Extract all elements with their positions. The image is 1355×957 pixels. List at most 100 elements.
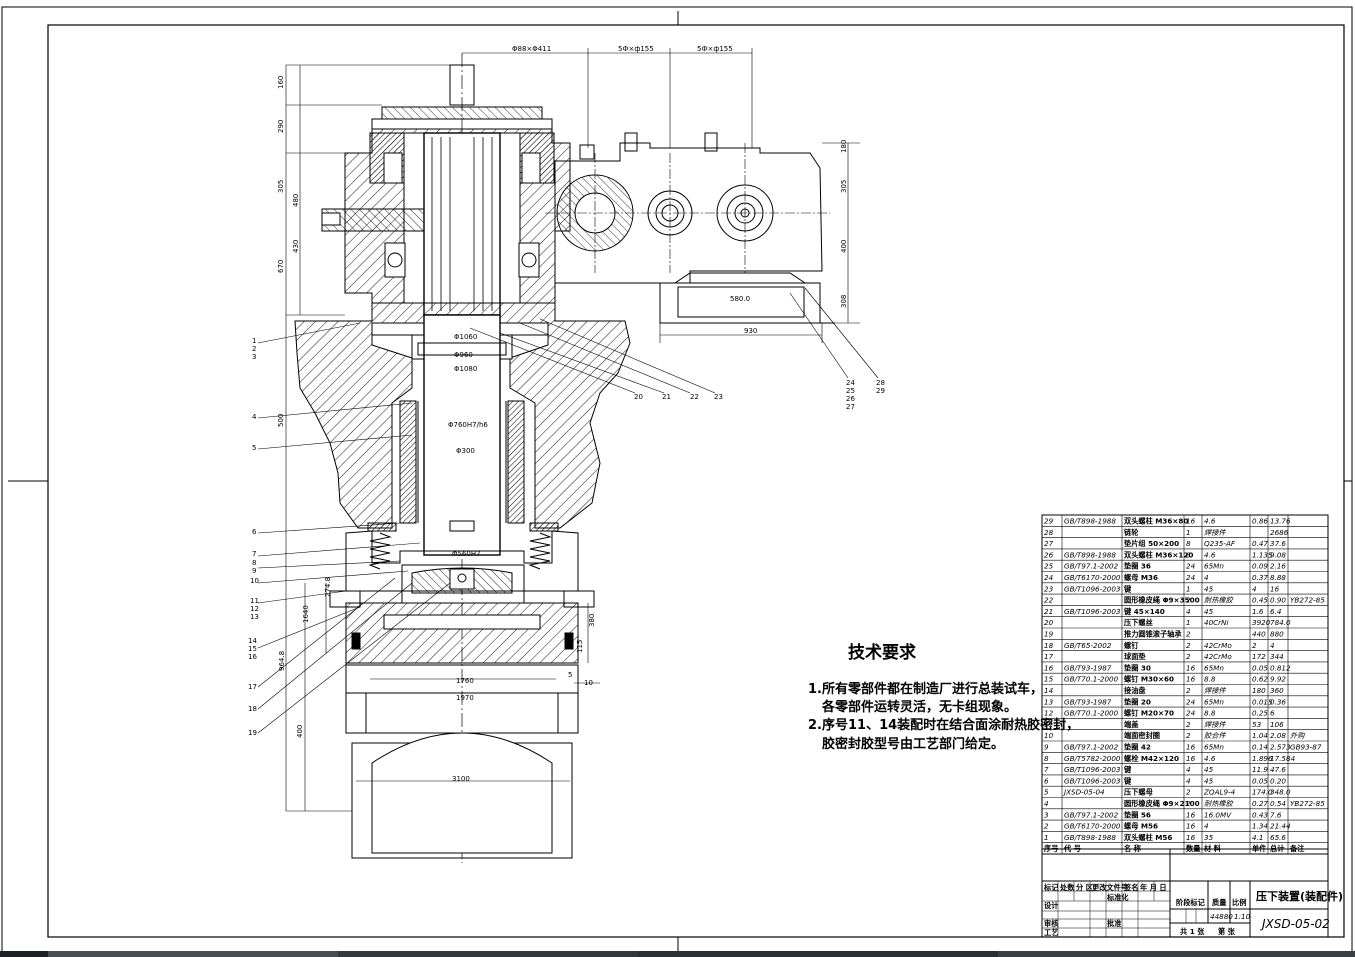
parts-cell-code: GB/T70.1-2000 (1064, 709, 1119, 718)
parts-cell-unit: 0.62 (1252, 675, 1268, 684)
parts-cell-no: 22 (1044, 596, 1054, 605)
parts-cell-name: 端盖 (1124, 720, 1139, 729)
tech-req-line-4: 胶密封胶型号由工艺部门给定。 (822, 736, 1004, 752)
parts-cell-unit: 53 (1252, 720, 1262, 729)
tb-change-doc: 更改文件号 (1092, 883, 1128, 892)
parts-cell-total: 21.44 (1270, 822, 1291, 831)
parts-cell-material: Q235-AF (1204, 539, 1236, 548)
dim-left-11: 930 (744, 327, 757, 335)
parts-cell-material: 45 (1204, 765, 1214, 774)
parts-cell-code: GB/T1096-2003 (1064, 765, 1121, 774)
parts-cell-material: 65Mn (1204, 743, 1224, 752)
parts-cell-qty: 8 (1186, 550, 1191, 559)
balloon-7: 7 (252, 550, 256, 558)
parts-cell-no: 4 (1044, 799, 1049, 808)
parts-cell-no: 28 (1044, 528, 1054, 537)
parts-cell-material: 4 (1204, 822, 1209, 831)
balloon-21: 21 (662, 393, 671, 401)
assembly-main-view (294, 53, 835, 863)
parts-cell-no: 17 (1044, 652, 1054, 661)
parts-cell-unit: 4 (1252, 584, 1257, 593)
dim-left-10: 1640 (302, 605, 310, 623)
parts-cell-name: 螺栓 M42×120 (1124, 754, 1179, 763)
parts-cell-total: 0.90 (1270, 596, 1286, 605)
parts-cell-unit: 440 (1252, 630, 1266, 639)
parts-cell-qty: 2 (1186, 641, 1191, 650)
parts-cell-unit: 0.27 (1252, 799, 1268, 808)
parts-cell-qty: 4 (1186, 607, 1191, 616)
parts-cell-material: 耐热橡胶 (1204, 596, 1234, 605)
dim-left-2: 305 (277, 180, 285, 193)
dim-left-0: 160 (277, 76, 285, 89)
parts-cell-no: 14 (1044, 686, 1054, 695)
parts-cell-total: 65.6 (1270, 833, 1286, 842)
balloon-27: 27 (846, 403, 855, 411)
tb-process: 工艺 (1044, 928, 1058, 937)
parts-cell-name: 双头螺柱 M56 (1124, 833, 1172, 842)
parts-cell-total: 4 (1270, 641, 1275, 650)
parts-cell-code: GB/T93-1987 (1064, 697, 1112, 706)
tb-mass-value: 44880 (1210, 912, 1233, 921)
balloon-10: 10 (250, 577, 259, 585)
parts-cell-no: 7 (1044, 765, 1049, 774)
parts-cell-name: 圆形橡皮绳 Φ9×3500 (1124, 596, 1200, 605)
parts-cell-name: 端面密封圈 (1124, 731, 1160, 740)
parts-cell-no: 13 (1044, 697, 1054, 706)
parts-cell-unit: 180 (1252, 686, 1266, 695)
parts-cell-code: GB/T6170-2000 (1064, 822, 1121, 831)
parts-cell-note: YB272-85 (1290, 596, 1325, 605)
parts-cell-name: 键 (1123, 776, 1132, 785)
parts-cell-no: 11 (1044, 720, 1053, 729)
parts-cell-name: 螺母 M36 (1124, 573, 1158, 582)
parts-cell-total: 9.92 (1270, 675, 1286, 684)
parts-cell-material: 42CrMo (1204, 652, 1232, 661)
parts-cell-total: 37.6 (1270, 539, 1286, 548)
parts-cell-total: 0.20 (1270, 776, 1286, 785)
parts-cell-qty: 24 (1186, 697, 1196, 706)
dim-misc-2: 10 (584, 679, 593, 687)
parts-cell-material: ZQAL9-4 (1203, 788, 1236, 797)
tb-mass-label: 质量 (1212, 898, 1227, 907)
tb-mark: 标记 (1043, 883, 1059, 892)
title-block-text: 标记 处数 分 区 更改文件号 签名 年 月 日 设计 标准化 审核 工艺 批准… (1043, 883, 1343, 937)
parts-cell-material: 4.6 (1204, 517, 1216, 526)
parts-cell-material: 焊接件 (1204, 720, 1226, 729)
tech-req-line-1: 1.所有零部件都在制造厂进行总装试车， (808, 681, 1043, 697)
parts-cell-total: 344 (1270, 652, 1284, 661)
dim-misc-1: 5 (568, 671, 572, 679)
parts-cell-unit: 2 (1252, 641, 1257, 650)
parts-cell-name: 推力圆锥滚子轴承 (1124, 630, 1182, 639)
parts-cell-unit: 4.1 (1252, 833, 1263, 842)
balloon-25: 25 (846, 387, 855, 395)
parts-cell-name: 球面垫 (1124, 652, 1146, 661)
taskbar-segment (48, 951, 338, 957)
parts-cell-no: 21 (1044, 607, 1053, 616)
parts-cell-unit: 1.6 (1252, 607, 1264, 616)
parts-cell-name: 键 (1123, 765, 1132, 774)
parts-cell-unit: 0.43 (1252, 810, 1268, 819)
parts-cell-qty: 16 (1186, 663, 1196, 672)
dim-right-0: 180 (840, 140, 848, 153)
tb-zone: 分 区 (1076, 883, 1093, 892)
parts-cell-total: 0.54 (1270, 799, 1286, 808)
parts-cell-qty: 24 (1186, 573, 1196, 582)
dim-top-0: Φ88×Φ411 (512, 45, 551, 53)
parts-cell-total: 348.0 (1270, 788, 1291, 797)
parts-cell-no: 1 (1044, 833, 1049, 842)
dim-left-7: 400 (296, 725, 304, 738)
dim-top-1: 5Ф×ф155 (618, 45, 654, 53)
dim-top-2: 5Ф×ф155 (697, 45, 733, 53)
parts-cell-material: 45 (1204, 776, 1214, 785)
parts-cell-unit: 0.015 (1252, 697, 1273, 706)
parts-cell-total: 13.76 (1270, 517, 1291, 526)
dim-left-1: 290 (277, 120, 285, 133)
parts-cell-name: 圆形橡皮绳 Φ9×2100 (1124, 799, 1200, 808)
parts-cell-material: 35 (1204, 833, 1214, 842)
dim-center-4: Φ300 (456, 447, 475, 455)
parts-cell-code: GB/T1096-2003 (1064, 607, 1121, 616)
parts-cell-total: 0.36 (1270, 697, 1286, 706)
parts-cell-unit: 0.47 (1252, 539, 1268, 548)
balloon-18: 18 (248, 705, 257, 713)
parts-cell-total: 17.584 (1270, 754, 1296, 763)
parts-cell-no: 5 (1044, 788, 1049, 797)
